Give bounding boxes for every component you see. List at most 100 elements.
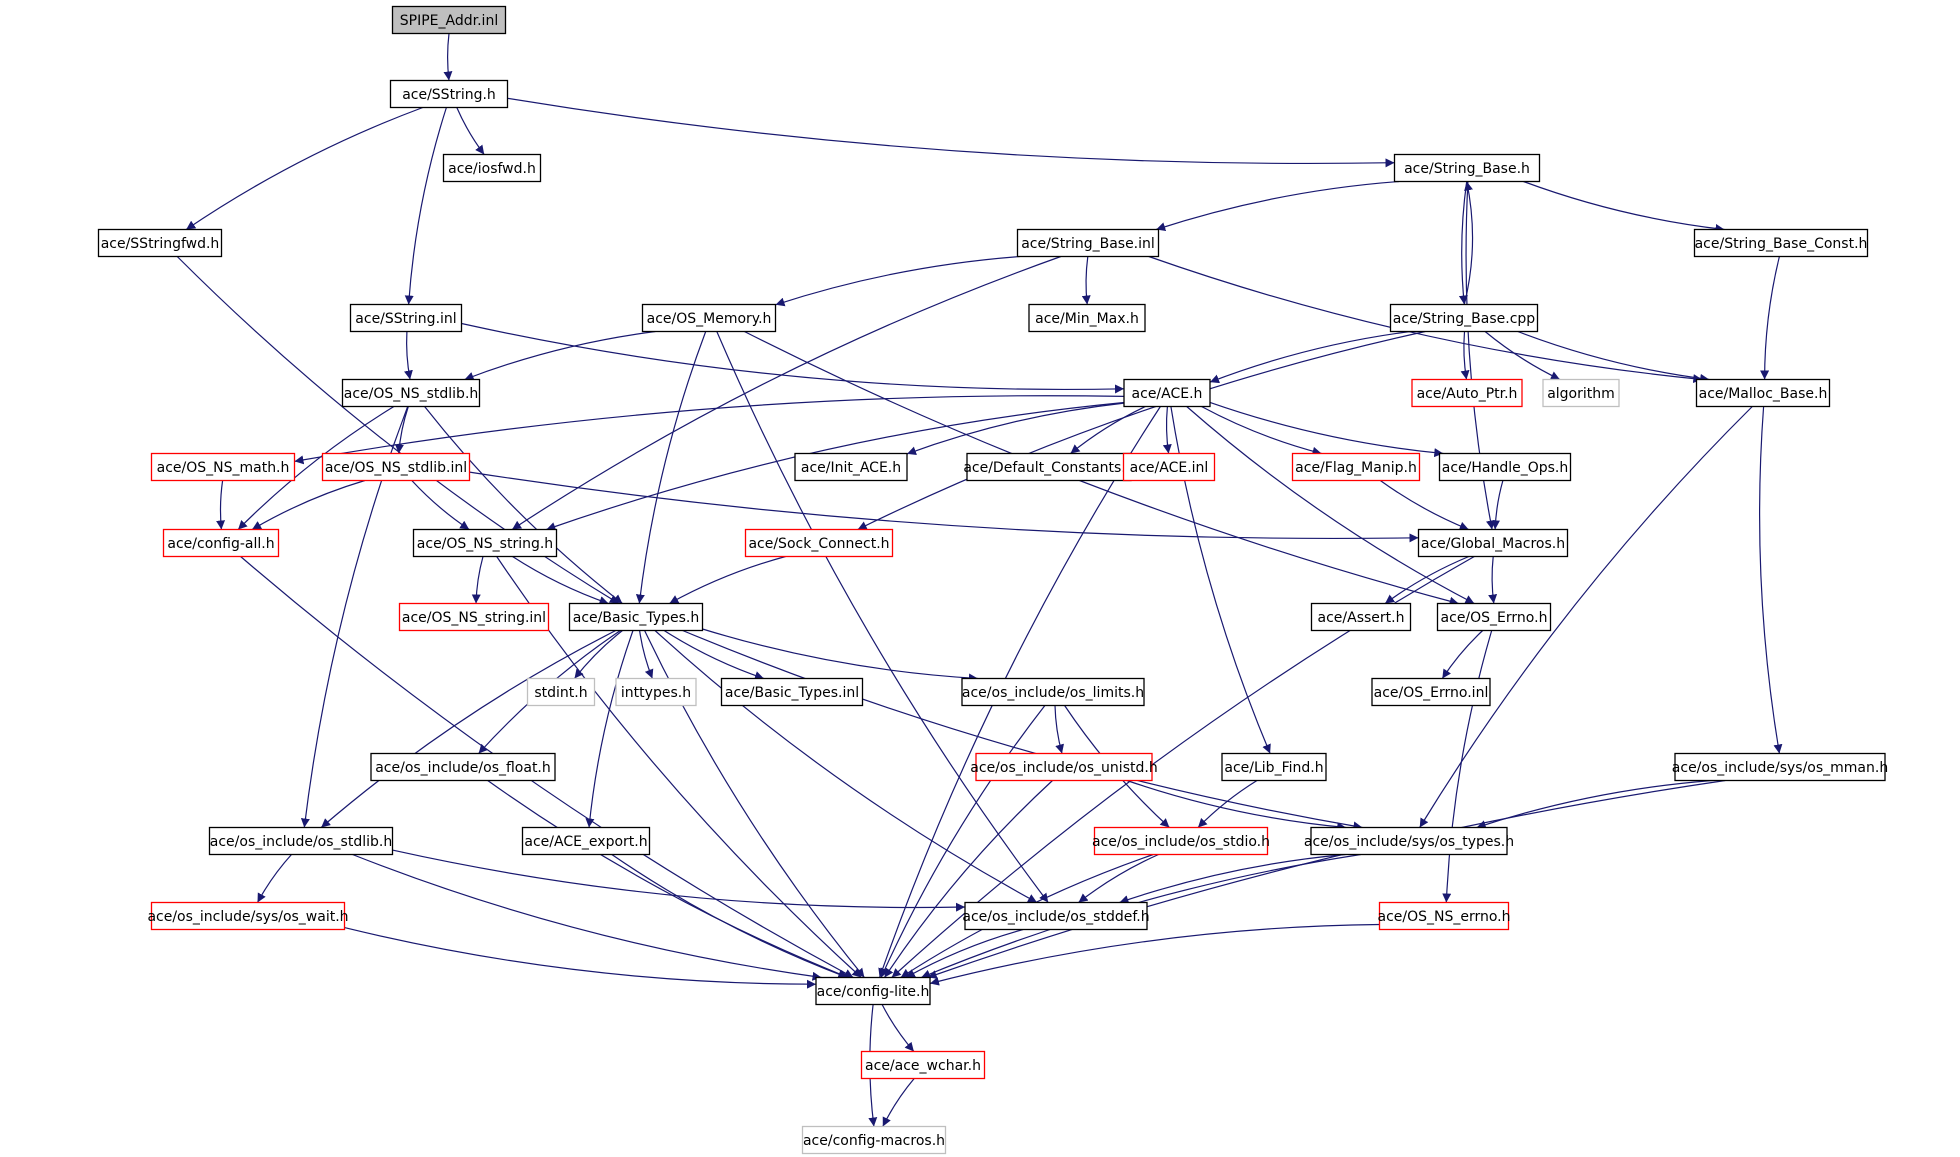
node-spipe_addr_inl[interactable]: SPIPE_Addr.inl bbox=[391, 5, 507, 35]
node-ace_wchar_h[interactable]: ace/ace_wchar.h bbox=[860, 1050, 986, 1080]
node-handle_ops_h[interactable]: ace/Handle_Ops.h bbox=[1438, 452, 1572, 482]
edge-os_mman_h-to-config_lite_h bbox=[927, 779, 1726, 979]
node-ace_h[interactable]: ace/ACE.h bbox=[1123, 378, 1211, 408]
node-box bbox=[1016, 228, 1160, 258]
edge-sstring_h-to-iosfwd_h bbox=[456, 107, 485, 155]
node-os_errno_h[interactable]: ace/OS_Errno.h bbox=[1436, 602, 1552, 632]
edge-os_ns_stdlib_inl-to-config_all_h bbox=[251, 479, 366, 531]
edge-malloc_base_h-to-os_types_h bbox=[1419, 406, 1753, 828]
node-box bbox=[521, 826, 651, 856]
node-config_macros_h[interactable]: ace/config-macros.h bbox=[801, 1125, 947, 1155]
edge-os_ns_stdlib_h-to-os_ns_stdlib_inl bbox=[394, 406, 409, 454]
edge-basic_types_h-to-os_types_h bbox=[682, 629, 1363, 831]
node-default_constants_h[interactable]: ace/Default_Constants.h bbox=[963, 452, 1135, 482]
edge-malloc_base_h-to-os_mman_h bbox=[1759, 406, 1783, 754]
edge-string_base_cpp-to-ace_h bbox=[1209, 330, 1411, 384]
node-box bbox=[398, 602, 550, 632]
node-os_stddef_h[interactable]: ace/os_include/os_stddef.h bbox=[962, 901, 1150, 931]
node-os_stdlib_h[interactable]: ace/os_include/os_stdlib.h bbox=[208, 826, 394, 856]
node-box bbox=[641, 303, 777, 333]
node-algorithm[interactable]: algorithm bbox=[1542, 378, 1620, 408]
node-os_errno_inl[interactable]: ace/OS_Errno.inl bbox=[1371, 677, 1491, 707]
node-global_macros_h[interactable]: ace/Global_Macros.h bbox=[1417, 528, 1569, 558]
node-os_mman_h[interactable]: ace/os_include/sys/os_mman.h bbox=[1672, 752, 1888, 782]
node-sstring_h[interactable]: ace/SString.h bbox=[389, 79, 509, 109]
node-config_all_h[interactable]: ace/config-all.h bbox=[162, 528, 280, 558]
node-ace_export_h[interactable]: ace/ACE_export.h bbox=[521, 826, 651, 856]
node-os_ns_string_inl[interactable]: ace/OS_NS_string.inl bbox=[398, 602, 550, 632]
node-label: ace/os_include/os_limits.h bbox=[962, 685, 1144, 701]
edge-os_limits_h-to-config_lite_h bbox=[880, 705, 1046, 978]
node-string_base_inl[interactable]: ace/String_Base.inl bbox=[1016, 228, 1160, 258]
node-sstring_inl[interactable]: ace/SString.inl bbox=[349, 303, 463, 333]
node-box bbox=[1093, 826, 1269, 856]
node-os_unistd_h[interactable]: ace/os_include/os_unistd.h bbox=[970, 752, 1158, 782]
edge-os_ns_string_h-to-os_ns_string_inl bbox=[471, 556, 484, 604]
node-os_memory_h[interactable]: ace/OS_Memory.h bbox=[641, 303, 777, 333]
node-label: algorithm bbox=[1547, 386, 1615, 402]
node-box bbox=[389, 79, 509, 109]
node-label: ace/ace_wchar.h bbox=[865, 1058, 981, 1074]
node-os_ns_string_h[interactable]: ace/OS_NS_string.h bbox=[412, 528, 558, 558]
node-os_float_h[interactable]: ace/os_include/os_float.h bbox=[370, 752, 556, 782]
node-os_ns_stdlib_inl[interactable]: ace/OS_NS_stdlib.inl bbox=[321, 452, 471, 482]
node-iosfwd_h[interactable]: ace/iosfwd.h bbox=[442, 153, 542, 183]
node-box bbox=[349, 303, 463, 333]
node-string_base_h[interactable]: ace/String_Base.h bbox=[1393, 153, 1541, 183]
edge-basic_types_h-to-basic_types_inl bbox=[663, 629, 765, 680]
edge-global_macros_h-to-assert_h bbox=[1384, 555, 1470, 604]
edge-basic_types_h-to-os_limits_h bbox=[702, 628, 978, 683]
node-os_ns_stdlib_h[interactable]: ace/OS_NS_stdlib.h bbox=[341, 378, 481, 408]
edge-ace_h-to-init_ace_h bbox=[906, 402, 1125, 456]
node-basic_types_h[interactable]: ace/Basic_Types.h bbox=[568, 602, 704, 632]
node-label: ace/config-lite.h bbox=[817, 984, 930, 1000]
node-os_stdio_h[interactable]: ace/os_include/os_stdio.h bbox=[1092, 826, 1270, 856]
node-label: ace/os_include/os_stddef.h bbox=[962, 909, 1149, 925]
node-sstringfwd_h[interactable]: ace/SStringfwd.h bbox=[97, 228, 223, 258]
node-inttypes_h[interactable]: inttypes.h bbox=[615, 677, 697, 707]
node-os_wait_h[interactable]: ace/os_include/sys/os_wait.h bbox=[147, 901, 349, 931]
edge-basic_types_h-to-stdint_h bbox=[574, 630, 623, 679]
edge-os_errno_h-to-os_errno_inl bbox=[1441, 630, 1484, 679]
edge-string_base_inl-to-min_max_h bbox=[1081, 256, 1091, 305]
node-stdint_h[interactable]: stdint.h bbox=[526, 677, 596, 707]
node-label: ace/Malloc_Base.h bbox=[1699, 386, 1828, 402]
edge-os_limits_h-to-os_unistd_h bbox=[1054, 705, 1064, 754]
node-box bbox=[1371, 677, 1491, 707]
node-string_base_cpp[interactable]: ace/String_Base.cpp bbox=[1389, 303, 1539, 333]
node-box bbox=[442, 153, 542, 183]
edge-os_stdlib_h-to-os_stddef_h bbox=[392, 849, 966, 912]
node-lib_find_h[interactable]: ace/Lib_Find.h bbox=[1221, 752, 1327, 782]
node-box bbox=[1693, 228, 1869, 258]
node-os_ns_math_h[interactable]: ace/OS_NS_math.h bbox=[150, 452, 296, 482]
node-os_types_h[interactable]: ace/os_include/sys/os_types.h bbox=[1304, 826, 1514, 856]
edge-os_memory_h-to-os_errno_h bbox=[744, 330, 1459, 606]
edge-spipe_addr_inl-to-sstring_h bbox=[443, 33, 453, 81]
node-basic_types_inl[interactable]: ace/Basic_Types.inl bbox=[720, 677, 864, 707]
edge-string_base_h-to-string_base_inl bbox=[1156, 180, 1399, 231]
edge-string_base_cpp-to-sock_connect_h bbox=[857, 330, 1426, 531]
node-string_base_const_h[interactable]: ace/String_Base_Const.h bbox=[1693, 228, 1869, 258]
edge-os_types_h-to-os_stddef_h bbox=[1119, 853, 1346, 904]
node-malloc_base_h[interactable]: ace/Malloc_Base.h bbox=[1695, 378, 1831, 408]
node-box bbox=[961, 677, 1145, 707]
node-init_ace_h[interactable]: ace/Init_ACE.h bbox=[794, 452, 908, 482]
edge-os_ns_errno_h-to-config_lite_h bbox=[929, 923, 1380, 986]
node-box bbox=[1411, 378, 1523, 408]
node-box bbox=[1695, 378, 1831, 408]
node-label: ace/Handle_Ops.h bbox=[1442, 460, 1569, 476]
edge-ace_h-to-os_ns_string_h bbox=[546, 401, 1125, 531]
edge-os_stdio_h-to-os_stddef_h bbox=[1078, 853, 1159, 903]
node-os_limits_h[interactable]: ace/os_include/os_limits.h bbox=[961, 677, 1145, 707]
node-min_max_h[interactable]: ace/Min_Max.h bbox=[1028, 303, 1146, 333]
node-ace_inl[interactable]: ace/ACE.inl bbox=[1122, 452, 1216, 482]
node-sock_connect_h[interactable]: ace/Sock_Connect.h bbox=[744, 528, 894, 558]
node-label: ace/ACE.h bbox=[1132, 386, 1203, 402]
node-os_ns_errno_h[interactable]: ace/OS_NS_errno.h bbox=[1377, 901, 1511, 931]
node-flag_manip_h[interactable]: ace/Flag_Manip.h bbox=[1291, 452, 1421, 482]
node-assert_h[interactable]: ace/Assert.h bbox=[1310, 602, 1412, 632]
edge-os_ns_stdlib_inl-to-os_ns_string_h bbox=[411, 480, 470, 530]
node-auto_ptr_h[interactable]: ace/Auto_Ptr.h bbox=[1411, 378, 1523, 408]
node-config_lite_h[interactable]: ace/config-lite.h bbox=[815, 976, 931, 1006]
node-box bbox=[568, 602, 704, 632]
